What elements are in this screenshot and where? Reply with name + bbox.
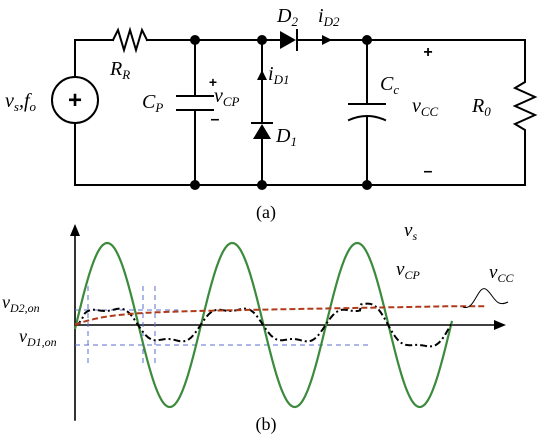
vcp-waveform <box>74 302 453 348</box>
caption-a: (a) <box>256 202 276 223</box>
r0-label: R0 <box>471 95 491 119</box>
vcc-leader-squiggle <box>462 288 509 308</box>
junction-dot <box>257 35 267 45</box>
resistor-rr <box>111 26 149 54</box>
guide-lines <box>75 286 372 365</box>
vcp-minus-sign: – <box>211 111 220 128</box>
junction-dot <box>362 180 372 190</box>
junction-dot <box>362 35 372 45</box>
id2-label: iD2 <box>318 5 340 29</box>
time-axis-arrow <box>494 320 506 330</box>
waveform-diagram: vs vCP vCC vD2,on vD1,on (b) <box>2 220 514 435</box>
circuit-diagram: + vs,fo RR CP + vCP – D2 iD <box>5 5 538 223</box>
junction-dot <box>190 180 200 190</box>
capacitor-cp <box>176 95 214 111</box>
vs-label: vs <box>404 220 417 243</box>
vertical-axis-arrow <box>70 224 80 236</box>
caption-b: (b) <box>256 414 277 435</box>
voltage-source <box>51 76 99 124</box>
resistor-r0 <box>512 39 538 186</box>
vcc-plus-sign: + <box>423 44 432 61</box>
id1-arrow <box>257 70 267 80</box>
junction-dot <box>257 180 267 190</box>
junction-dot <box>190 35 200 45</box>
d1-label: D1 <box>275 125 297 149</box>
vcp-wave-label: vCP <box>396 259 420 282</box>
vd1-on-label: vD1,on <box>19 326 57 349</box>
cc-label: Cc <box>380 73 399 97</box>
vcc-minus-sign: – <box>424 163 433 180</box>
id1-label: iD1 <box>268 63 289 87</box>
vcc-waveform <box>74 305 485 326</box>
d2-label: D2 <box>276 5 298 29</box>
vcc-wave-label: vCC <box>489 262 514 285</box>
source-plus-sign: + <box>68 87 82 114</box>
diode-d2 <box>280 31 296 49</box>
cp-label: CP <box>142 91 163 115</box>
source-label: vs,fo <box>5 90 37 114</box>
vcp-plus-sign: + <box>209 74 217 90</box>
rr-label: RR <box>109 58 130 82</box>
vd2-on-label: vD2,on <box>2 292 40 315</box>
diode-d1 <box>253 124 271 139</box>
id2-arrow <box>322 35 332 45</box>
vcc-label: vCC <box>412 95 439 119</box>
vcp-label: vCP <box>214 85 240 109</box>
capacitor-cc-curved <box>347 115 387 122</box>
